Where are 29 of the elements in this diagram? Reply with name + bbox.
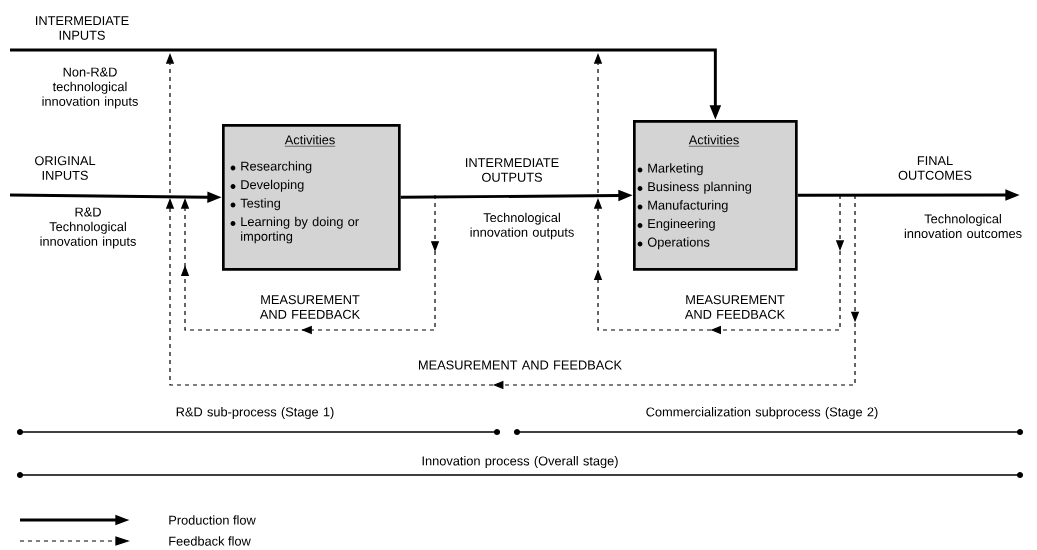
label-text: MEASUREMENT AND FEEDBACK [684, 295, 785, 319]
activities-box [222, 124, 401, 271]
bullet-item: Manufacturing [637, 200, 728, 213]
label-text: FINAL OUTCOMES [898, 156, 972, 180]
bullet-item: Testing [230, 198, 280, 211]
bullet-item: Business planning [637, 181, 752, 194]
heading: Activities [284, 135, 336, 147]
label-text: ORIGINAL INPUTS [35, 156, 96, 180]
bullet-item: Researching [230, 161, 312, 174]
label-text: MEASUREMENT AND FEEDBACK [419, 360, 622, 370]
legend-text: Feedback flow [169, 536, 251, 546]
activities-box [633, 120, 798, 271]
heading: Activities [688, 135, 740, 147]
bullet-item: Marketing [637, 163, 703, 176]
bullet-item: Developing [230, 179, 304, 192]
label-text: INTERMEDIATE INPUTS [36, 16, 129, 40]
label-text: Non-R&D technological innovation inputs [42, 67, 138, 109]
label-text: Innovation process (Overall stage) [422, 456, 618, 468]
label-text: INTERMEDIATE OUTPUTS [466, 158, 559, 182]
bullet-item: Learning by doing or importing [230, 216, 359, 244]
bullet-item: Operations [637, 237, 710, 250]
label-text: Commercialization subprocess (Stage 2) [646, 407, 878, 419]
label-text: Technological innovation outcomes [904, 214, 1022, 239]
label-text: Technological innovation outputs [470, 212, 574, 240]
label-text: R&D sub-process (Stage 1) [176, 407, 334, 419]
label-text: R&D Technological innovation inputs [40, 207, 136, 249]
legend-text: Production flow [169, 515, 256, 525]
bullet-item: Engineering [637, 218, 715, 231]
label-text: MEASUREMENT AND FEEDBACK [259, 295, 360, 319]
